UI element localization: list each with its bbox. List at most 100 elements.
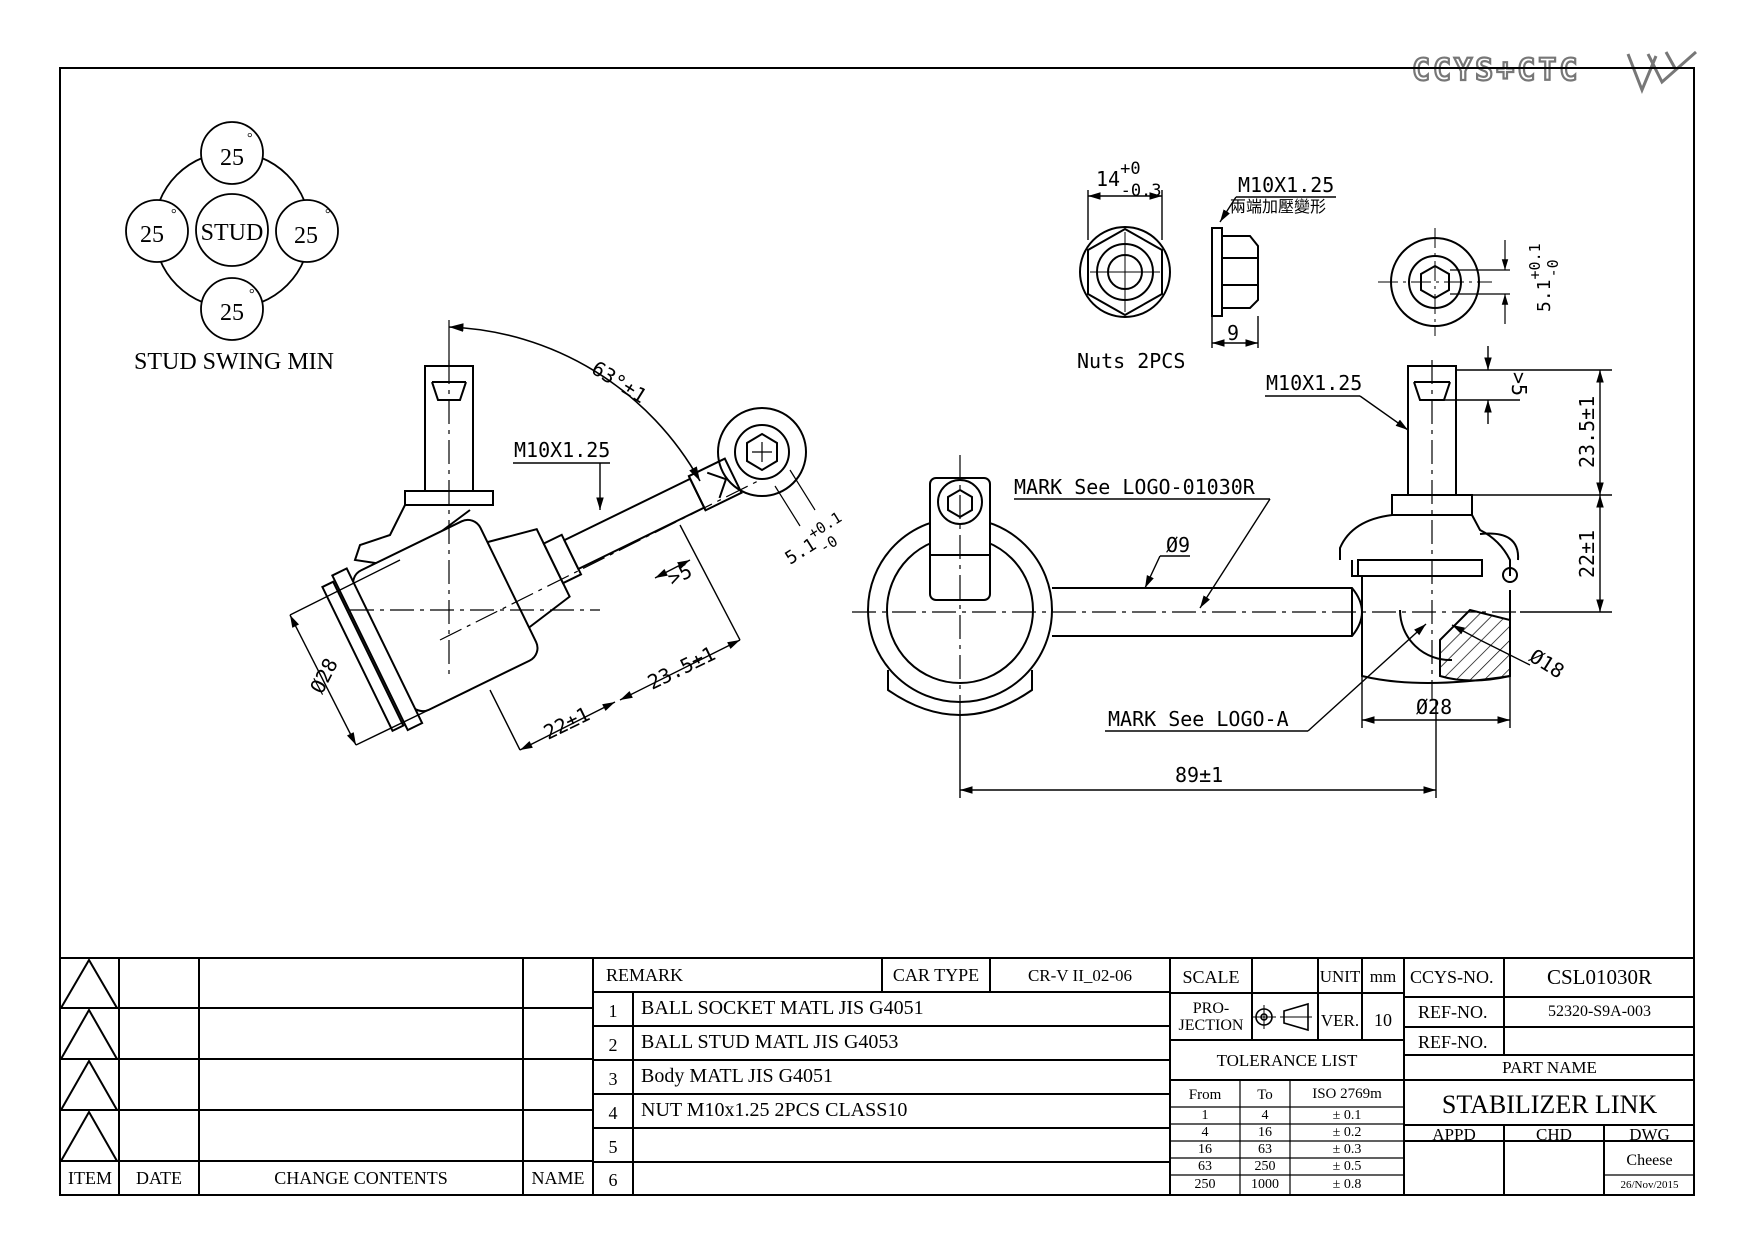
nut-side-view xyxy=(1211,227,1259,317)
ver-value: 10 xyxy=(1374,1010,1392,1030)
unit-label: UNIT xyxy=(1319,967,1361,986)
dim-length: 89±1 xyxy=(1175,763,1223,787)
dim-hex-right: 5.1+0.1-0 xyxy=(1526,243,1562,312)
swing-angle-bottom: 25 xyxy=(220,300,244,326)
revision-col-name: NAME xyxy=(531,1168,585,1188)
drawing-date: 26/Nov/2015 xyxy=(1620,1179,1679,1191)
nut-caption: Nuts 2PCS xyxy=(1077,349,1185,373)
swing-angle-left: 25 xyxy=(140,222,164,248)
ccys-no-value: CSL01030R xyxy=(1546,965,1653,989)
unit-value: mm xyxy=(1369,967,1397,986)
mark-logo-a-label: MARK See LOGO-A xyxy=(1108,707,1289,731)
tolerance-to: 250 xyxy=(1254,1159,1276,1174)
projection-symbol-icon xyxy=(1252,1002,1312,1032)
car-type-value: CR-V II_02-06 xyxy=(1027,966,1133,985)
dim-thread-right: M10X1.25 xyxy=(1266,371,1362,395)
remark-text: BALL STUD MATL JIS G4053 xyxy=(641,1031,899,1053)
dim-bar-dia: Ø9 xyxy=(1166,533,1190,557)
chd-label: CHD xyxy=(1536,1125,1572,1144)
scale-label: SCALE xyxy=(1182,967,1240,987)
dim-nut-thread: M10X1.25 xyxy=(1238,173,1334,197)
right-link-assembly xyxy=(867,365,1520,716)
dim-thread-left: M10X1.25 xyxy=(514,438,610,462)
swing-angle-right: 25 xyxy=(294,223,318,249)
tolerance-value: ± 0.8 xyxy=(1332,1177,1362,1192)
dim-dia28-left: Ø28 xyxy=(305,654,343,697)
degree-mark-top: ° xyxy=(247,131,253,146)
left-ball-joint-view xyxy=(321,365,743,733)
remark-no: 4 xyxy=(608,1103,618,1123)
dim-nut-width: 14+0-0.3 xyxy=(1096,159,1162,201)
dim-gt5-right: >5 xyxy=(1507,372,1531,396)
appd-label: APPD xyxy=(1432,1125,1476,1144)
car-type-label: CAR TYPE xyxy=(892,965,980,985)
ref-no-label: REF-NO. xyxy=(1418,1032,1488,1052)
remark-text: Body MATL JIS G4051 xyxy=(641,1065,834,1087)
mark-logo-label: MARK See LOGO-01030R xyxy=(1014,475,1256,499)
remark-no: 6 xyxy=(608,1170,618,1190)
tolerance-to: 16 xyxy=(1258,1125,1272,1140)
ver-label: VER. xyxy=(1320,1011,1360,1030)
remark-no: 1 xyxy=(608,1001,618,1021)
remark-no: 2 xyxy=(608,1035,618,1055)
tolerance-title: TOLERANCE LIST xyxy=(1216,1051,1358,1070)
left-hex-end-view xyxy=(717,407,816,527)
nut-front-view xyxy=(1079,226,1171,318)
tolerance-value: ± 0.1 xyxy=(1332,1108,1362,1123)
tolerance-from: 1 xyxy=(1201,1108,1209,1123)
title-block-grid xyxy=(59,957,1695,1196)
dim-hex-left: 5.1+0.1-0 xyxy=(777,508,854,575)
dim-body-left: 22±1 xyxy=(540,702,594,745)
drawing-frame xyxy=(59,67,1695,1196)
dim-angle: 63°±1 xyxy=(587,356,651,408)
revision-col-contents: CHANGE CONTENTS xyxy=(274,1168,448,1188)
swing-caption: STUD SWING MIN xyxy=(134,349,334,375)
projection-label: PRO- xyxy=(1192,1000,1230,1017)
part-name-label: PART NAME xyxy=(1502,1058,1597,1077)
tolerance-col-iso: ISO 2769m xyxy=(1312,1086,1382,1102)
tolerance-from: 63 xyxy=(1198,1159,1212,1174)
swing-angle-top: 25 xyxy=(220,145,244,171)
swing-center-label: STUD xyxy=(201,220,264,246)
drawn-by: Cheese xyxy=(1626,1152,1673,1169)
dwg-label: DWG xyxy=(1629,1125,1670,1144)
dim-gt5-left: >5 xyxy=(664,558,696,590)
degree-mark-right: ° xyxy=(325,207,331,222)
tolerance-col-from: From xyxy=(1188,1087,1222,1103)
tolerance-from: 16 xyxy=(1198,1142,1212,1157)
dim-stud-left: 23.5±1 xyxy=(644,641,719,694)
dim-nut-note: 兩端加壓變形 xyxy=(1230,197,1326,216)
tolerance-from: 4 xyxy=(1201,1125,1209,1140)
tolerance-value: ± 0.3 xyxy=(1332,1142,1362,1157)
ref-no-label: REF-NO. xyxy=(1418,1002,1488,1022)
dim-body-right: 22±1 xyxy=(1575,530,1599,578)
revision-col-date: DATE xyxy=(136,1168,182,1188)
angle-arc xyxy=(448,323,701,482)
dim-ball-dia: Ø18 xyxy=(1525,644,1568,683)
tolerance-to: 63 xyxy=(1258,1142,1272,1157)
ref-no-value: 52320-S9A-003 xyxy=(1547,1003,1652,1020)
tolerance-to: 4 xyxy=(1261,1108,1269,1123)
remark-header: REMARK xyxy=(606,965,684,985)
dim-socket-dia: Ø28 xyxy=(1416,695,1452,719)
right-hex-end-view xyxy=(1378,228,1510,336)
stud-swing-diagram xyxy=(125,121,339,341)
tolerance-to: 1000 xyxy=(1251,1177,1279,1192)
degree-mark-bottom: ° xyxy=(249,287,255,302)
dim-stud-right: 23.5±1 xyxy=(1575,396,1599,468)
ccys-no-label: CCYS-NO. xyxy=(1410,967,1494,987)
tolerance-value: ± 0.2 xyxy=(1332,1125,1362,1140)
remark-no: 5 xyxy=(608,1137,618,1157)
logo-text: CCYS+CTC xyxy=(1412,53,1581,88)
company-logo: CCYS+CTC xyxy=(1411,50,1697,95)
tolerance-value: ± 0.5 xyxy=(1332,1159,1362,1174)
dim-nut-thk: 9 xyxy=(1227,321,1239,345)
remark-text: BALL SOCKET MATL JIS G4051 xyxy=(641,997,924,1019)
revision-col-item: ITEM xyxy=(68,1168,112,1188)
remark-no: 3 xyxy=(608,1069,618,1089)
tolerance-from: 250 xyxy=(1194,1177,1216,1192)
part-name-value: STABILIZER LINK xyxy=(1441,1090,1658,1119)
remark-text: NUT M10x1.25 2PCS CLASS10 xyxy=(641,1099,908,1121)
tolerance-col-to: To xyxy=(1257,1087,1273,1103)
